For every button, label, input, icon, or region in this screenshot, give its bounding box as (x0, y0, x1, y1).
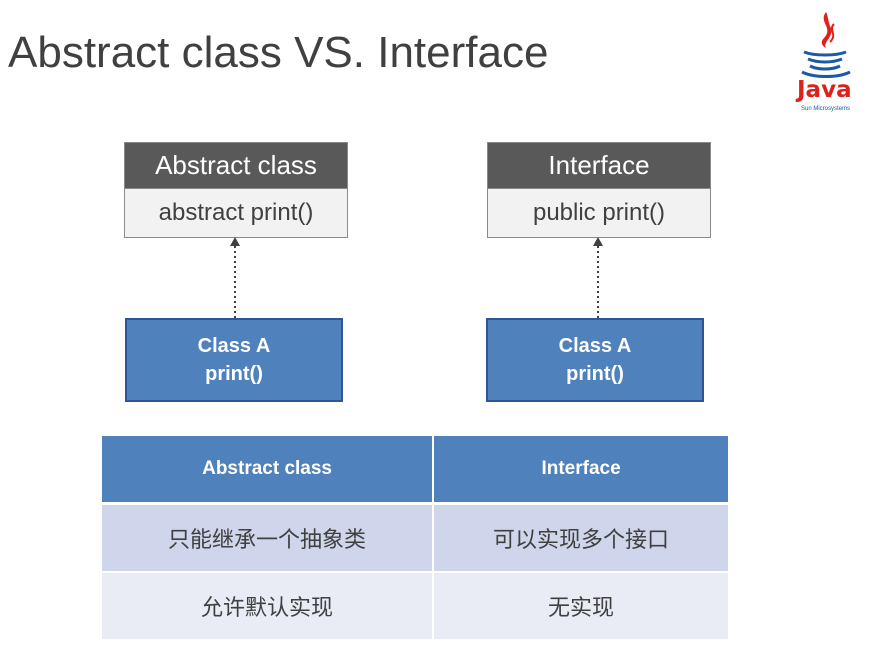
table-header-abstract: Abstract class (102, 436, 435, 505)
table-cell: 无实现 (433, 572, 728, 641)
table-cell: 可以实现多个接口 (433, 503, 728, 573)
comparison-table: Abstract class Interface 只能继承一个抽象类 可以实现多… (102, 436, 728, 641)
class-a-right-name: Class A (558, 335, 632, 357)
interface-name: Interface (488, 143, 710, 188)
table-header-interface: Interface (433, 436, 728, 505)
page-title: Abstract class VS. Interface (8, 28, 549, 77)
left-arrow-head (230, 237, 240, 246)
table-row: 只能继承一个抽象类 可以实现多个接口 (102, 503, 728, 573)
abstract-class-method: abstract print() (125, 188, 347, 237)
class-a-left-method: print() (205, 363, 263, 385)
java-logo-word: Java (797, 77, 852, 103)
interface-box: Interface public print() (487, 142, 711, 238)
abstract-class-box: Abstract class abstract print() (124, 142, 348, 238)
interface-method: public print() (488, 188, 710, 237)
class-a-left-name: Class A (197, 335, 271, 357)
java-logo-company: Sun Microsystems (801, 106, 851, 112)
abstract-class-name: Abstract class (125, 143, 347, 188)
class-a-left: Class A print() (125, 318, 343, 402)
table-cell: 只能继承一个抽象类 (102, 503, 435, 573)
table-row: 允许默认实现 无实现 (102, 572, 728, 641)
class-a-right-method: print() (566, 363, 624, 385)
table-header-row: Abstract class Interface (102, 436, 728, 505)
class-a-right: Class A print() (486, 318, 704, 402)
table-cell: 允许默认实现 (102, 572, 435, 641)
java-logo-icon (801, 12, 851, 78)
right-arrow-head (593, 237, 603, 246)
